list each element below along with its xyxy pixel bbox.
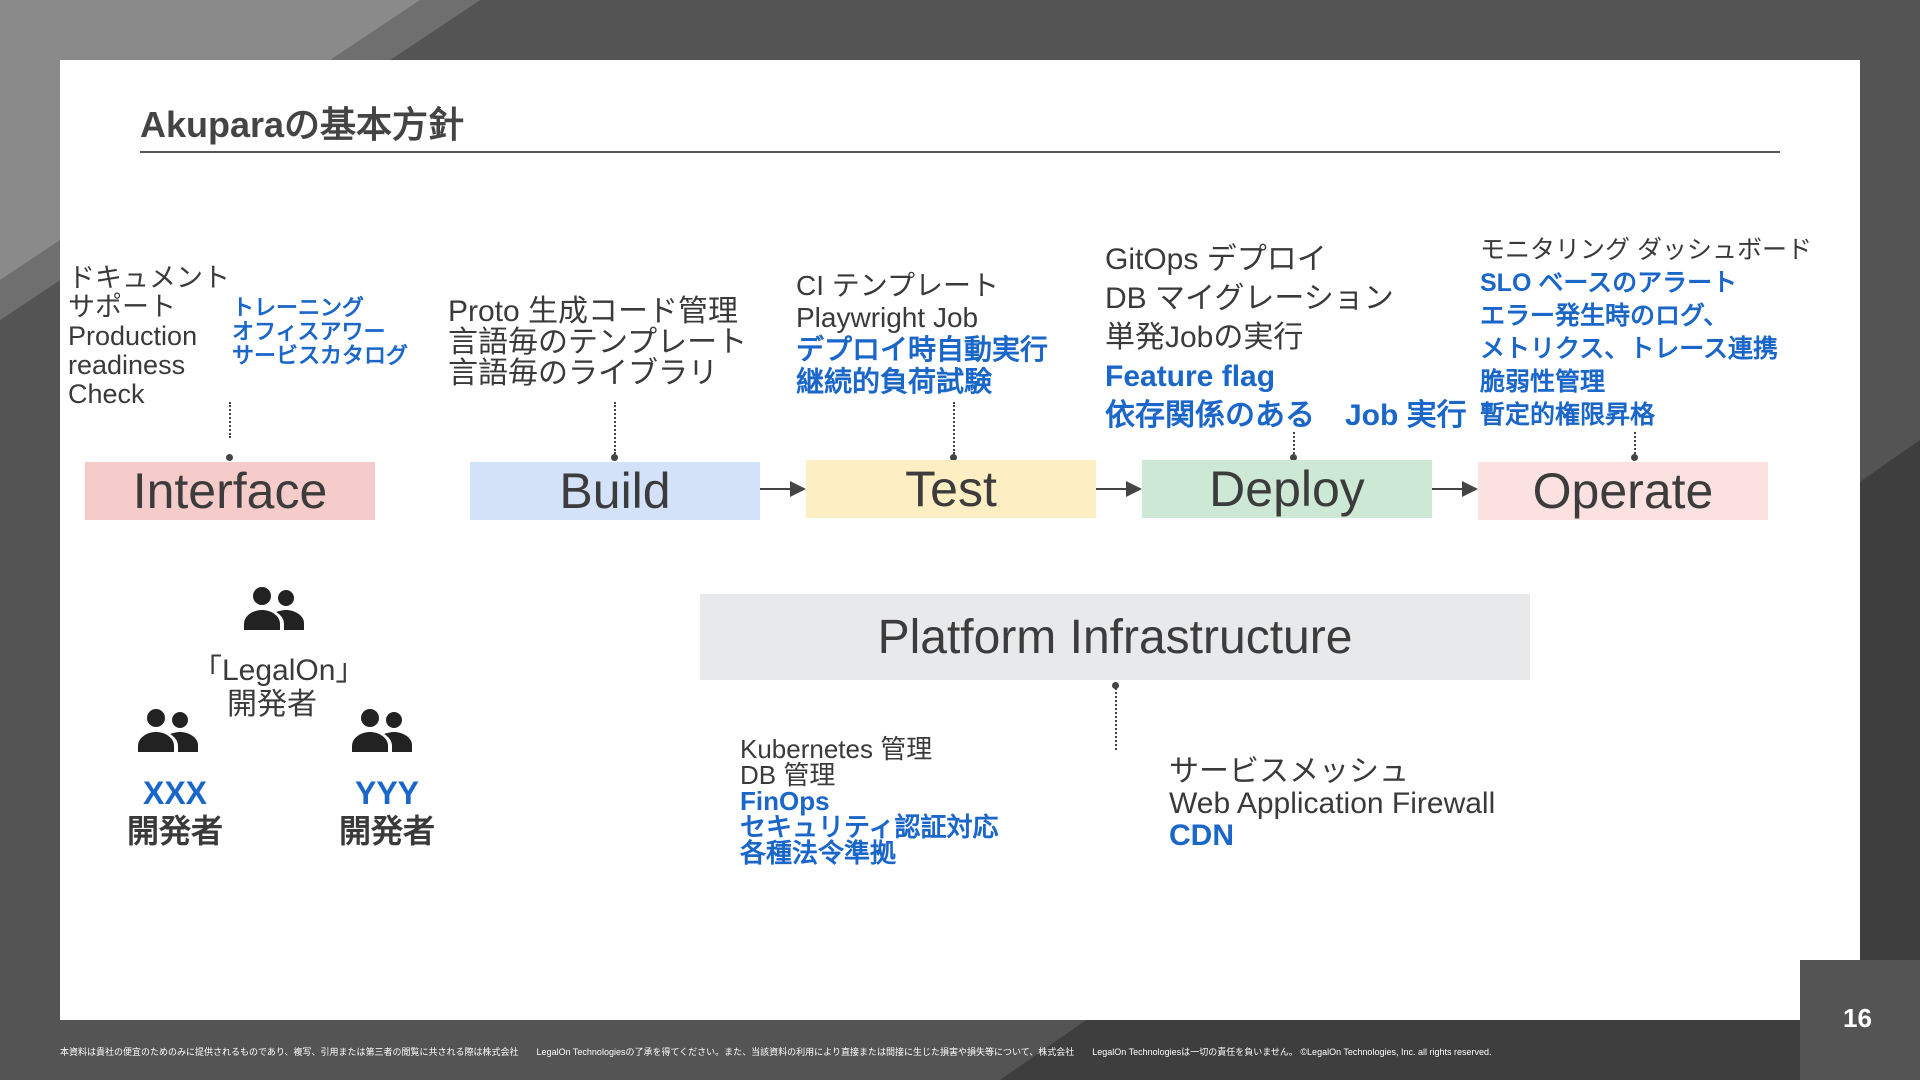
note-line: オフィスアワー: [232, 319, 386, 344]
note-line: モニタリング ダッシュボード: [1480, 236, 1812, 264]
note-line: サービスカタログ: [232, 343, 409, 368]
note-line: 言語毎のテンプレート: [448, 326, 748, 359]
stage-label: Operate: [1532, 463, 1714, 519]
pipeline-arrows: [760, 481, 1478, 497]
note-line: メトリクス、トレース連携: [1480, 335, 1779, 363]
connector-deploy: [1293, 432, 1295, 454]
developer-line: 開発者: [338, 813, 435, 849]
note-line: サービスメッシュ: [1169, 755, 1409, 788]
developer-line: 開発者: [126, 813, 223, 849]
note-line: エラー発生時のログ、: [1480, 302, 1729, 330]
yyy-developer-label: YYY 開発者: [322, 774, 452, 850]
note-line: セキュリティ認証対応: [740, 812, 999, 842]
note-line: デプロイ時自動実行: [796, 334, 1049, 365]
page-title: Akuparaの基本方針: [140, 104, 465, 145]
stage-label: Test: [905, 461, 997, 517]
stage-deploy: Deploy: [1142, 460, 1432, 518]
stage-operate: Operate: [1478, 462, 1768, 520]
note-line: Feature flag: [1105, 360, 1276, 393]
note-line: 単発Jobの実行: [1105, 321, 1304, 354]
stage-label: Interface: [132, 463, 328, 519]
note-line: 継続的負荷試験: [796, 366, 993, 397]
note-line: DB マイグレーション: [1105, 282, 1394, 315]
note-line: Proto 生成コード管理: [448, 295, 739, 328]
stage-build: Build: [470, 462, 760, 520]
connector-build: [614, 402, 616, 454]
note-line: サポート: [68, 292, 176, 322]
connector-dot: [1112, 682, 1119, 689]
note-line: Kubernetes 管理: [740, 734, 933, 764]
connector-platform: [1115, 688, 1117, 750]
note-line: ドキュメント: [68, 263, 230, 293]
stage-test: Test: [806, 460, 1096, 518]
note-line: Check: [68, 379, 145, 409]
developer-line: 「LegalOn」: [192, 654, 366, 687]
page-number: 16: [1843, 1003, 1872, 1033]
connector-dot: [226, 454, 233, 461]
stage-label: Deploy: [1209, 461, 1365, 517]
page-number-tab: [1800, 960, 1920, 1080]
note-line: 依存関係のある Job 実行: [1105, 399, 1467, 432]
note-line: 言語毎のライブラリ: [448, 357, 718, 390]
note-line: readiness: [68, 350, 186, 380]
people-icon: [138, 709, 198, 752]
developer-line: XXX: [142, 775, 208, 811]
slide-canvas: Akuparaの基本方針 ドキュメント サポート Production read…: [60, 60, 1860, 1020]
connector-dot: [950, 454, 957, 461]
connector-dot: [1290, 454, 1297, 461]
platform-left-notes: Kubernetes 管理 DB 管理 FinOps セキュリティ認証対応 各種…: [740, 736, 998, 866]
test-notes: CI テンプレート Playwright Job デプロイ時自動実行 継続的負荷…: [796, 270, 1048, 398]
footer-disclaimer: 本資料は貴社の便宜のためのみに提供されるものであり、複写、引用または第三者の閲覧…: [60, 1047, 1492, 1057]
platform-infrastructure-box: Platform Infrastructure: [700, 594, 1530, 680]
developer-line: YYY: [354, 775, 420, 811]
stage-label: Build: [559, 463, 671, 519]
note-line: 各種法令準拠: [740, 838, 897, 868]
build-notes: Proto 生成コード管理 言語毎のテンプレート 言語毎のライブラリ: [448, 296, 747, 389]
connector-dot: [1631, 454, 1638, 461]
title-divider: [140, 151, 1780, 153]
stage-interface: Interface: [85, 462, 375, 520]
note-line: FinOps: [740, 786, 830, 816]
connector-test: [953, 402, 955, 454]
platform-label: Platform Infrastructure: [877, 610, 1353, 664]
operate-notes: モニタリング ダッシュボード SLO ベースのアラート エラー発生時のログ、 メ…: [1480, 234, 1812, 432]
connector-interface: [229, 402, 231, 438]
note-line: Web Application Firewall: [1169, 787, 1496, 820]
main-developer-label: 「LegalOn」 開発者: [192, 654, 366, 722]
note-line: トレーニング: [232, 295, 365, 320]
note-line: CDN: [1169, 819, 1234, 852]
note-line: 暫定的権限昇格: [1480, 401, 1656, 429]
connector-dot: [611, 454, 618, 461]
note-line: CI テンプレート: [796, 270, 999, 301]
note-line: 脆弱性管理: [1480, 368, 1606, 396]
interface-highlight-notes: トレーニング オフィスアワー サービスカタログ: [232, 296, 408, 368]
note-line: Production: [68, 321, 198, 351]
note-line: Playwright Job: [796, 302, 979, 333]
platform-right-notes: サービスメッシュ Web Application Firewall CDN: [1169, 756, 1495, 852]
xxx-developer-label: XXX 開発者: [110, 774, 240, 850]
connector-operate: [1634, 432, 1636, 454]
deploy-notes: GitOps デプロイ DB マイグレーション 単発Jobの実行 Feature…: [1105, 240, 1467, 435]
people-icon: [244, 587, 304, 630]
interface-notes: ドキュメント サポート Production readiness Check: [68, 264, 230, 409]
note-line: SLO ベースのアラート: [1480, 269, 1738, 297]
note-line: GitOps デプロイ: [1105, 243, 1327, 276]
developer-line: 開発者: [227, 688, 317, 721]
note-line: DB 管理: [740, 760, 836, 790]
people-icon: [352, 709, 412, 752]
